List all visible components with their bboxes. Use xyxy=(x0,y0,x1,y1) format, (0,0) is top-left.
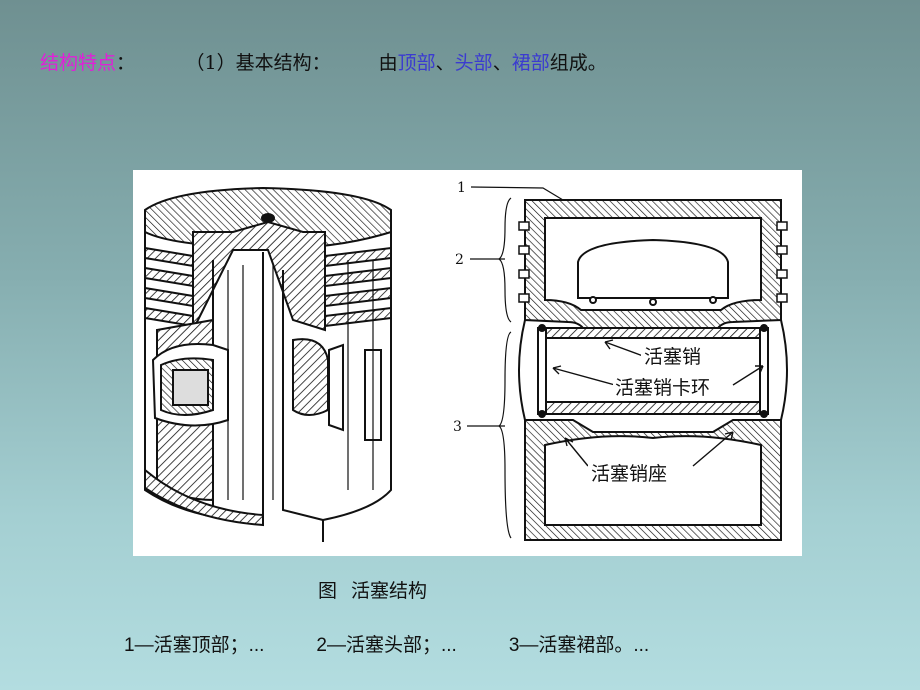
caption-title: 活塞结构 xyxy=(351,580,428,602)
number-leaders xyxy=(467,186,564,539)
heading-part-skirt: 裙部 xyxy=(511,52,550,74)
heading-separator: 、 xyxy=(435,52,455,74)
caption-prefix: 图 xyxy=(318,580,338,602)
piston-cutaway-drawing xyxy=(144,186,392,542)
legend-item: 2—活塞头部；... xyxy=(316,635,457,656)
callout-piston-pin: 活塞销 xyxy=(644,346,701,368)
part-number-1: 1 xyxy=(457,180,466,196)
part-number-2: 2 xyxy=(455,252,464,268)
heading-separator: 、 xyxy=(492,52,512,74)
part-number-3: 3 xyxy=(453,419,462,435)
legend-item: 3—活塞裙部。... xyxy=(508,635,650,656)
piston-figure: 1 2 3 活塞销 活塞销卡环 活塞销座 xyxy=(133,170,802,556)
section-heading: 结构特点：（1）基本结构：由顶部、头部、裙部组成。 xyxy=(40,48,607,75)
heading-prefix: 由 xyxy=(378,52,398,74)
callout-pin-clip: 活塞销卡环 xyxy=(615,377,710,399)
callout-arrows xyxy=(552,339,764,467)
heading-colon: ： xyxy=(116,52,136,74)
heading-part-top: 顶部 xyxy=(397,52,436,74)
figure-caption: 图活塞结构 xyxy=(318,576,427,603)
heading-basic-structure: （1）基本结构： xyxy=(195,52,331,74)
figure-legend: 1—活塞顶部；... 2—活塞头部；... 3—活塞裙部。... xyxy=(124,630,649,657)
legend-item: 1—活塞顶部；... xyxy=(124,635,265,656)
heading-suffix: 组成。 xyxy=(549,52,607,74)
heading-label: 结构特点 xyxy=(40,52,117,74)
callout-pin-boss: 活塞销座 xyxy=(591,463,667,485)
heading-part-head: 头部 xyxy=(454,52,493,74)
